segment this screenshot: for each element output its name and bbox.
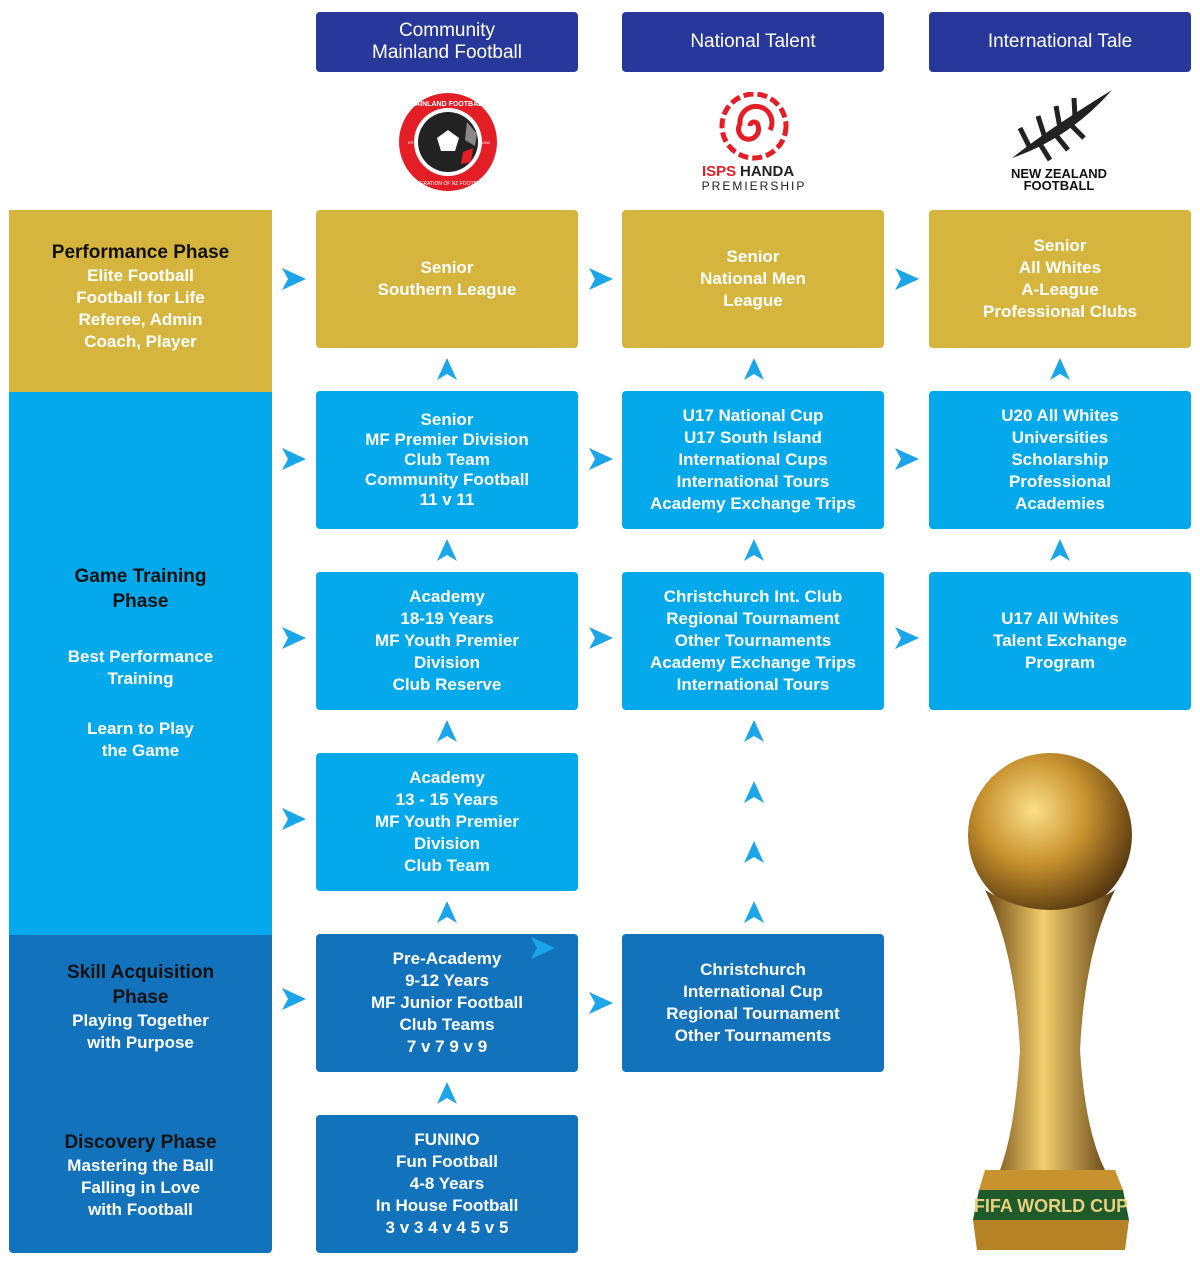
box-senior-southern-league: Senior Southern League xyxy=(316,210,578,348)
box-mf-premier: Senior MF Premier Division Club Team Com… xyxy=(316,391,578,529)
world-cup-trophy-image: FIFA WORLD CUP xyxy=(968,753,1132,1250)
phase-performance: Performance Phase Elite Football Footbal… xyxy=(9,210,272,392)
arrow-right-icon xyxy=(589,448,613,470)
arrow-up-icon xyxy=(1050,539,1070,561)
logo-est: EST. xyxy=(408,140,416,145)
arrow-right-icon xyxy=(282,627,306,649)
arrow-up-icon xyxy=(1050,358,1070,380)
arrow-right-icon xyxy=(531,937,555,959)
phase-title: Skill Acquisition Phase xyxy=(66,962,215,1008)
logo-year: 1983 xyxy=(481,140,491,145)
box-funino: FUNINO Fun Football 4-8 Years In House F… xyxy=(316,1115,578,1253)
arrow-up-icon xyxy=(744,901,764,923)
phase-sub: Playing Together with Purpose xyxy=(72,1011,209,1052)
arrow-up-icon xyxy=(744,539,764,561)
header-international: International Tale xyxy=(929,12,1191,72)
mainland-football-logo: MAINLAND FOOTBALL FEDERATION OF NZ FOOTB… xyxy=(399,93,497,191)
trophy-text: FIFA WORLD CUP xyxy=(974,1196,1128,1216)
phase-title: Performance Phase xyxy=(51,242,230,263)
box-academy-13-15: Academy 13 - 15 Years MF Youth Premier D… xyxy=(316,753,578,891)
logo-ring-bottom: FEDERATION OF NZ FOOTBALL xyxy=(410,181,486,187)
nzf-line2: FOOTBALL xyxy=(1024,178,1095,193)
box-senior-national-men: Senior National Men League xyxy=(622,210,884,348)
arrow-up-icon xyxy=(437,901,457,923)
arrow-up-icon xyxy=(744,781,764,803)
arrow-right-icon xyxy=(282,988,306,1010)
nzf-line1: NEW ZEALAND xyxy=(1011,166,1107,181)
box-senior-all-whites: Senior All Whites A-League Professional … xyxy=(929,210,1191,348)
phase-sub: Mastering the Ball Falling in Love with … xyxy=(67,1156,214,1219)
arrow-right-icon xyxy=(589,268,613,290)
arrow-up-icon xyxy=(437,720,457,742)
arrow-right-icon xyxy=(282,268,306,290)
arrow-right-icon xyxy=(895,627,919,649)
phase-sub: Elite Football Football for Life Referee… xyxy=(76,266,205,351)
isps-text: ISPS xyxy=(702,163,736,180)
phase-sub-2: Learn to Play the Game xyxy=(87,719,194,760)
phase-title: Discovery Phase xyxy=(64,1132,217,1153)
box-christchurch-int-club: Christchurch Int. Club Regional Tourname… xyxy=(622,572,884,710)
arrow-up-icon xyxy=(437,539,457,561)
phase-title: Game Training Phase xyxy=(74,566,207,612)
new-zealand-football-logo: NEW ZEALAND FOOTBALL xyxy=(1011,90,1112,193)
arrow-up-icon xyxy=(744,358,764,380)
arrow-up-icon xyxy=(437,358,457,380)
arrow-right-icon xyxy=(895,268,919,290)
isps-handa-logo: ISPS HANDA PREMIERSHIP xyxy=(702,92,807,193)
phase-game-training: Game Training Phase Best Performance Tra… xyxy=(9,392,272,935)
arrow-up-icon xyxy=(437,1082,457,1104)
arrow-right-icon xyxy=(895,448,919,470)
arrow-up-icon xyxy=(744,841,764,863)
arrow-right-icon xyxy=(282,448,306,470)
premiership-text: PREMIERSHIP xyxy=(702,179,807,193)
phase-sub: Best Performance Training xyxy=(67,647,214,688)
arrow-right-icon xyxy=(282,808,306,830)
box-u20-all-whites: U20 All Whites Universities Scholarship … xyxy=(929,391,1191,529)
logo-ring-text: MAINLAND FOOTBALL xyxy=(409,101,487,108)
box-u17-all-whites: U17 All Whites Talent Exchange Program xyxy=(929,572,1191,710)
header-national: National Talent xyxy=(622,12,884,72)
phase-skill-discovery: Skill Acquisition Phase Playing Together… xyxy=(9,935,272,1253)
arrow-right-icon xyxy=(589,992,613,1014)
arrow-right-icon xyxy=(589,627,613,649)
box-academy-18-19: Academy 18-19 Years MF Youth Premier Div… xyxy=(316,572,578,710)
box-u17-national: U17 National Cup U17 South Island Intern… xyxy=(622,391,884,529)
box-christchurch-cup: Christchurch International Cup Regional … xyxy=(622,934,884,1072)
handa-text: HANDA xyxy=(740,163,794,180)
header-community: Community Mainland Football xyxy=(316,12,578,72)
arrow-up-icon xyxy=(744,720,764,742)
